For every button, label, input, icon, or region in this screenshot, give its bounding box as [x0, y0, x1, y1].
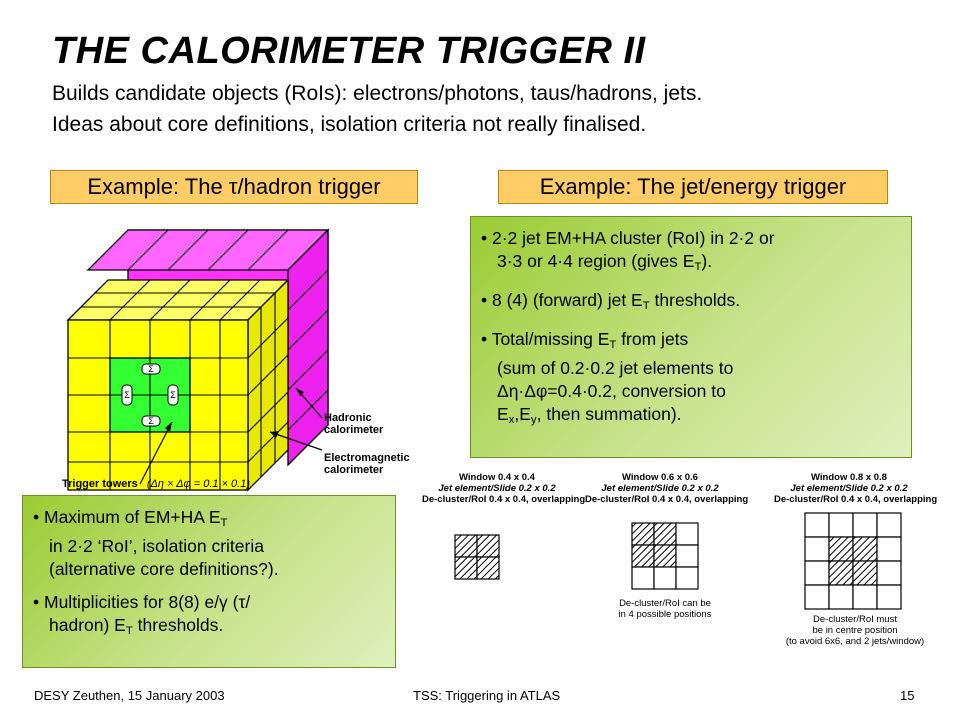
tau-bullet-2: • Multiplicities for 8(8) e/γ (τ/ hadron…	[33, 591, 385, 643]
window-1-grid	[454, 534, 500, 580]
tau-b2-l2a: hadron) E	[49, 615, 126, 635]
jet-b3-sub2: y	[530, 414, 537, 426]
em-arrow	[269, 431, 323, 451]
jet-b1-sub: T	[694, 261, 702, 273]
intro-line-1: Builds candidate objects (RoIs): electro…	[52, 82, 703, 105]
window-2-grid	[631, 522, 699, 590]
window-3-note-3: (to avoid 6x6, and 2 jets/window)	[785, 636, 925, 647]
window-2-title: Window 0.6 x 0.6	[622, 472, 698, 483]
jet-trigger-heading: Example: The jet/energy trigger	[498, 170, 888, 204]
window-1-header: Window 0.4 x 0.4 Jet element/Slide 0.2 x…	[422, 472, 586, 505]
jet-b3-l4a: E	[497, 404, 509, 424]
window-3-slide: Jet element/Slide 0.2 x 0.2	[790, 483, 908, 494]
jet-b1-l2a: 3·3 or 4·4 region (gives E	[497, 251, 695, 271]
window-3-note-1: De-cluster/RoI must	[813, 614, 897, 625]
jet-trigger-bullets: • 2·2 jet EM+HA cluster (RoI) in 2·2 or …	[470, 216, 912, 458]
window-3-header: Window 0.8 x 0.8 Jet element/Slide 0.2 x…	[774, 472, 938, 505]
hadronic-label-2: calorimeter	[324, 424, 384, 436]
jet-b3-l4: Ex,Ey, then summation).	[481, 403, 901, 432]
jet-b3-l1b: from jets	[616, 329, 689, 349]
tau-b2-l2b: thresholds.	[132, 615, 224, 635]
jet-b2-sub: T	[642, 300, 650, 312]
jet-b3-sub: T	[609, 339, 617, 351]
sigma-left: Σ	[124, 390, 130, 400]
jet-bullet-3: • Total/missing ET from jets (sum of 0.2…	[481, 328, 901, 432]
tau-trigger-heading: Example: The τ/hadron trigger	[50, 170, 418, 204]
window-3-note: De-cluster/RoI must be in centre positio…	[770, 614, 940, 647]
towers-label-text: Trigger towers	[62, 478, 138, 490]
hadronic-layer-side	[287, 228, 329, 467]
jet-b3-l1a: Total/missing E	[491, 329, 610, 349]
em-label-2: calorimeter	[324, 464, 384, 476]
window-3-decluster: De-cluster/RoI 0.4 x 0.4, overlapping	[774, 494, 938, 505]
jet-b2-b: thresholds.	[649, 290, 741, 310]
sigma-top: Σ	[148, 364, 154, 374]
calorimeter-diagram: Σ Σ Σ Σ	[66, 228, 330, 492]
intro-line-2: Ideas about core definitions, isolation …	[52, 113, 647, 136]
hadronic-layer-top	[86, 229, 330, 271]
jet-b3-l2: (sum of 0.2·0.2 jet elements to	[497, 358, 734, 378]
jet-b3-sub1: x	[508, 414, 515, 426]
page-number: 15	[900, 688, 915, 703]
jet-bullet-1: • 2·2 jet EM+HA cluster (RoI) in 2·2 or …	[481, 227, 901, 279]
jet-b2-a: 8 (4) (forward) jet E	[492, 290, 643, 310]
towers-formula: (Δη × Δφ = 0.1 × 0.1)	[146, 478, 251, 490]
footer-date: DESY Zeuthen, 15 January 2003	[34, 688, 225, 703]
tau-heading-suffix: /hadron trigger	[237, 174, 381, 199]
tau-b1-l1: Maximum of EM+HA E	[44, 507, 221, 527]
em-label-1: Electromagnetic	[324, 452, 410, 464]
window-1-title: Window 0.4 x 0.4	[459, 472, 535, 483]
towers-arrow	[139, 421, 173, 485]
window-2-note: De-cluster/RoI can be in 4 possible posi…	[590, 598, 740, 620]
jet-b1-l2b: ).	[701, 251, 713, 271]
tau-bullet-1: • Maximum of EM+HA ET in 2·2 ‘RoI’, isol…	[33, 506, 385, 581]
jet-b3-l4b: , then summation).	[536, 404, 682, 424]
window-2-slide: Jet element/Slide 0.2 x 0.2	[601, 483, 719, 494]
tau-b2-l1: Multiplicities for 8(8) e/γ (τ/	[44, 592, 251, 612]
jet-b1-l1: 2·2 jet EM+HA cluster (RoI) in 2·2 or	[492, 228, 775, 248]
jet-b3-l3: Δη·Δφ=0.4·0.2, conversion to	[497, 381, 726, 401]
tau-b1-l2: in 2·2 ‘RoI’, isolation criteria	[49, 536, 264, 556]
jet-bullet-2: • 8 (4) (forward) jet ET thresholds.	[481, 290, 741, 312]
window-2-note-1: De-cluster/RoI can be	[619, 598, 711, 609]
window-grids	[454, 512, 902, 610]
hadronic-label-1: Hadronic	[324, 412, 372, 424]
tau-b1-l3: (alternative core definitions?).	[49, 559, 279, 579]
page-title: THE CALORIMETER TRIGGER II	[52, 30, 646, 72]
window-3-title: Window 0.8 x 0.8	[811, 472, 887, 483]
jet-b3-l4mid: ,E	[514, 404, 531, 424]
tau-b1-sub: T	[220, 517, 228, 529]
tau-heading-symbol: τ	[228, 174, 238, 199]
jet-b1-l2: 3·3 or 4·4 region (gives ET).	[481, 250, 901, 279]
tau-b2-l2: hadron) ET thresholds.	[33, 614, 385, 643]
window-1-slide: Jet element/Slide 0.2 x 0.2	[438, 483, 556, 494]
sigma-bottom: Σ	[148, 416, 154, 426]
footer-title: TSS: Triggering in ATLAS	[413, 688, 561, 703]
tau-heading-prefix: Example: The	[87, 174, 229, 199]
tau-b2-sub: T	[125, 625, 133, 637]
window-3-note-2: be in centre position	[812, 625, 898, 636]
tau-trigger-bullets: • Maximum of EM+HA ET in 2·2 ‘RoI’, isol…	[22, 495, 396, 668]
window-2-note-2: in 4 possible positions	[618, 609, 712, 620]
window-2-header: Window 0.6 x 0.6 Jet element/Slide 0.2 x…	[585, 472, 749, 505]
window-1-decluster: De-cluster/RoI 0.4 x 0.4, overlapping	[422, 494, 586, 505]
sigma-right: Σ	[170, 390, 176, 400]
window-3-grid	[804, 512, 902, 610]
towers-label: Trigger towers (Δη × Δφ = 0.1 × 0.1)	[62, 478, 250, 490]
window-2-decluster: De-cluster/RoI 0.4 x 0.4, overlapping	[585, 494, 749, 505]
